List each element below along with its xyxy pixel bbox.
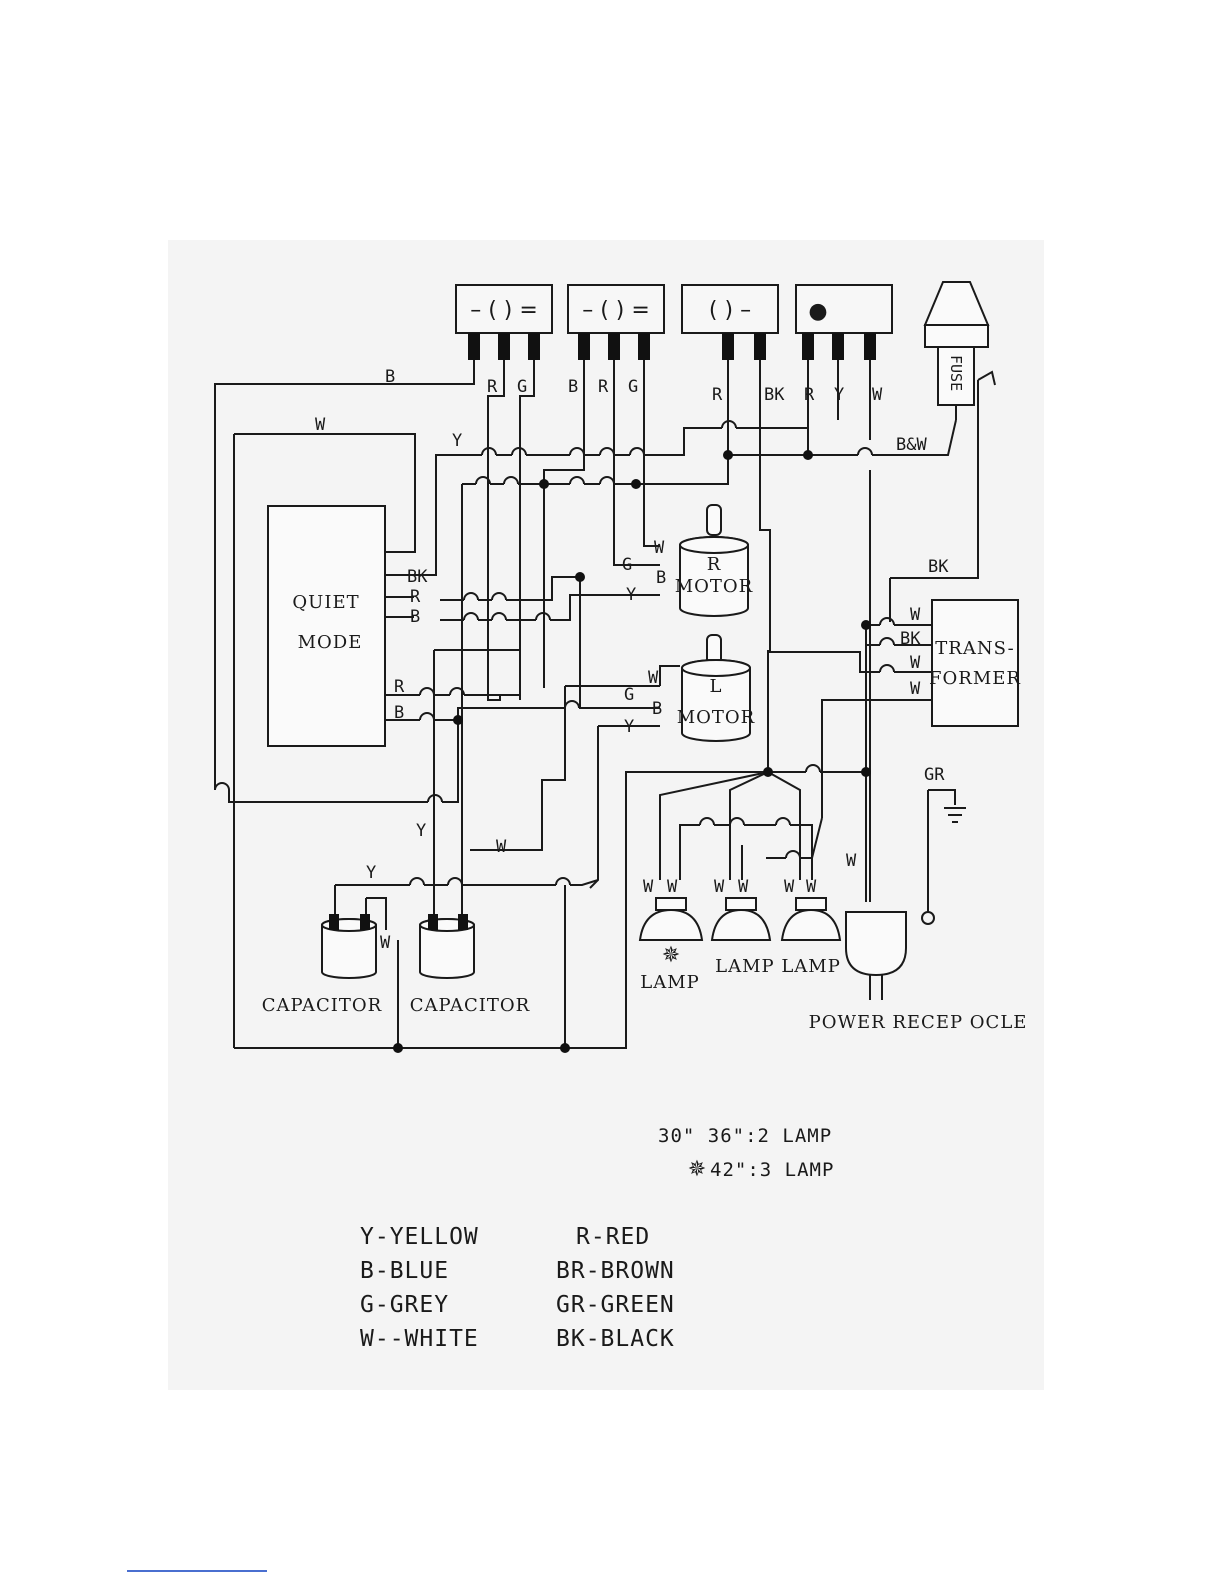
legend-item: BR-BROWN — [556, 1258, 675, 1284]
junction-dots — [393, 450, 871, 1053]
wire-label: Y — [452, 431, 462, 451]
lamp-1-label: LAMP — [640, 972, 700, 993]
legend-item: BK-BLACK — [556, 1326, 675, 1352]
lamp-2 — [710, 897, 772, 941]
wire-label: W — [846, 851, 857, 871]
r-motor: R MOTOR — [675, 504, 754, 617]
lamp-1: ✵ LAMP — [638, 897, 704, 993]
transformer-label-1: TRANS- — [935, 638, 1014, 659]
legend-item: Y-YELLOW — [360, 1224, 479, 1250]
wire-label: G — [622, 555, 632, 575]
color-legend: Y-YELLOW R-RED B-BLUE BR-BROWN G-GREY GR… — [360, 1224, 675, 1352]
wire-label: BK — [928, 557, 949, 577]
diagram-panel — [168, 240, 1044, 1390]
wire-label: W — [648, 668, 659, 688]
r-motor-label-2: MOTOR — [675, 576, 754, 597]
l-motor-label-1: L — [710, 676, 723, 697]
l-motor-label-2: MOTOR — [677, 707, 756, 728]
wire-label: W — [806, 877, 817, 897]
wire-label: B — [394, 703, 404, 723]
wire-labels: B W Y R G B R G R BK R Y W B&W BK R B R … — [315, 367, 949, 953]
wire-label: Y — [416, 821, 426, 841]
wire-label: W — [654, 538, 665, 558]
wire-label: W — [910, 679, 921, 699]
switch-2: – ( ) = — [567, 284, 665, 360]
ground-terminal — [921, 911, 935, 925]
wire-label: R — [598, 377, 609, 397]
switch-4-symbol: ● — [808, 299, 827, 324]
wire-label: W — [872, 385, 883, 405]
transformer-label-2: FORMER — [929, 668, 1021, 689]
switch-4: ● — [795, 284, 893, 360]
capacitor-right: CAPACITOR — [410, 914, 530, 1016]
wire-label: BK — [407, 567, 428, 587]
star-icon: ✵ — [662, 943, 680, 968]
transformer: TRANS- FORMER — [929, 599, 1021, 727]
l-motor: L MOTOR — [677, 634, 756, 742]
wire-label: B&W — [896, 435, 927, 455]
wire-label: R — [712, 385, 723, 405]
legend-item: G-GREY — [360, 1292, 449, 1318]
power-receptacle: POWER RECEP OCLE — [809, 911, 1028, 1033]
switch-3-symbol: ( ) – — [709, 298, 751, 323]
legend-item: W--WHITE — [360, 1326, 479, 1352]
star-icon: ✵ — [688, 1157, 706, 1182]
capacitor-left-label: CAPACITOR — [262, 995, 382, 1016]
wire-label: W — [643, 877, 654, 897]
legend-item: R-RED — [576, 1224, 650, 1250]
wire-label: Y — [626, 585, 636, 605]
wire-label: B — [410, 607, 420, 627]
legend-item: B-BLUE — [360, 1258, 449, 1284]
footer-underline — [127, 1570, 267, 1572]
fuse-holder: FUSE — [923, 281, 996, 420]
wire-label: GR — [924, 765, 945, 785]
lamp-2-3-label: LAMP LAMP — [715, 956, 841, 977]
wires — [214, 360, 979, 1049]
wire-label: R — [394, 677, 405, 697]
wire-label: W — [496, 837, 507, 857]
wire-label: W — [667, 877, 678, 897]
lamp-3 — [780, 897, 842, 941]
lamp-notes: 30" 36":2 LAMP ✵ 42":3 LAMP — [658, 1125, 834, 1182]
switch-2-symbol: – ( ) = — [582, 298, 650, 323]
wire-label: BK — [900, 629, 921, 649]
legend-item: GR-GREEN — [556, 1292, 675, 1318]
power-receptacle-label: POWER RECEP OCLE — [809, 1012, 1028, 1033]
wire-label: W — [738, 877, 749, 897]
wire-label: R — [487, 377, 498, 397]
r-motor-label-1: R — [707, 554, 722, 575]
wire-label: B — [568, 377, 578, 397]
quiet-mode-label-1: QUIET — [292, 592, 359, 613]
switch-3: ( ) – — [681, 284, 779, 360]
wire-label: W — [784, 877, 795, 897]
wire-label: Y — [624, 717, 634, 737]
wire-label: W — [315, 415, 326, 435]
wire-label: G — [624, 685, 634, 705]
wire-label: G — [517, 377, 527, 397]
wire-label: G — [628, 377, 638, 397]
switch-1: – ( ) = — [455, 284, 553, 360]
wire-label: R — [804, 385, 815, 405]
fuse-label: FUSE — [947, 355, 965, 391]
wire-label: BK — [764, 385, 785, 405]
note-line-2: 42":3 LAMP — [710, 1159, 834, 1181]
wire-label: W — [380, 933, 391, 953]
quiet-mode-label-2: MODE — [298, 632, 363, 653]
quiet-mode-module: QUIET MODE — [267, 505, 386, 747]
wire-label: B — [656, 568, 666, 588]
wire-label: W — [910, 653, 921, 673]
capacitor-left: CAPACITOR — [262, 914, 382, 1016]
wire-label: B — [652, 699, 662, 719]
wire-label: W — [910, 605, 921, 625]
wire-label: B — [385, 367, 395, 387]
wire-label: Y — [366, 863, 376, 883]
note-line-1: 30" 36":2 LAMP — [658, 1125, 832, 1147]
wire-label: W — [714, 877, 725, 897]
capacitor-right-label: CAPACITOR — [410, 995, 530, 1016]
switch-1-symbol: – ( ) = — [470, 298, 538, 323]
wire-label: Y — [834, 385, 844, 405]
wire-label: R — [410, 587, 421, 607]
